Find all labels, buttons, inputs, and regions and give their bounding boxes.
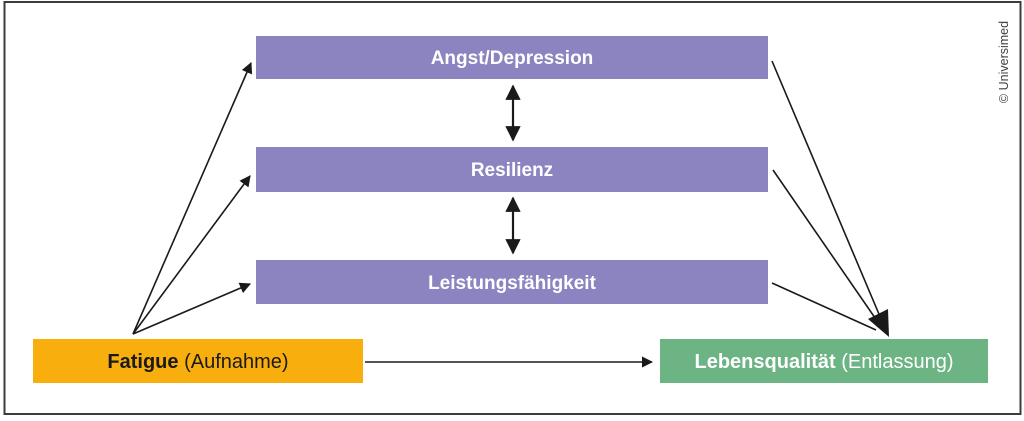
node-fatigue: Fatigue (Aufnahme)	[33, 339, 363, 383]
node-angst-depression-box	[256, 36, 768, 79]
node-lebensqualitaet-box	[660, 339, 988, 383]
figure-border	[3, 1, 1022, 415]
node-lebensqualitaet-label: Lebensqualität (Entlassung)	[695, 351, 954, 373]
node-fatigue-label-detail: (Aufnahme)	[179, 351, 289, 373]
node-resilienz-box	[256, 147, 768, 192]
node-resilienz-label-text: Resilienz	[471, 160, 553, 181]
node-leistungsfaehigkeit-label: Leistungsfähigkeit	[428, 273, 597, 294]
node-angst-depression: Angst/Depression	[256, 36, 768, 79]
node-fatigue-label-bold: Fatigue	[107, 351, 178, 373]
edge-leistung-to-lebensqualitaet-line	[771, 282, 877, 331]
edge-fatigue-to-resilienz-arrow	[132, 175, 251, 335]
node-lebensqualitaet-label-detail: (Entlassung)	[836, 351, 954, 373]
merged-arrowhead-icon	[868, 309, 889, 337]
edge-angst-to-lebensqualitaet-line	[771, 60, 885, 327]
node-angst-depression-label: Angst/Depression	[431, 48, 594, 69]
node-fatigue-box	[33, 339, 363, 383]
edge-fatigue-to-angst-arrow	[132, 61, 253, 335]
node-leistungsfaehigkeit-box	[256, 260, 768, 304]
node-resilienz: Resilienz	[256, 147, 768, 192]
node-lebensqualitaet: Lebensqualität (Entlassung)	[660, 339, 988, 383]
node-leistungsfaehigkeit: Leistungsfähigkeit	[256, 260, 768, 304]
node-angst-depression-label-text: Angst/Depression	[431, 48, 594, 69]
edge-fatigue-to-leistung-arrow	[132, 282, 252, 335]
node-resilienz-label: Resilienz	[471, 160, 553, 181]
copyright-label: © Universimed	[997, 21, 1011, 103]
node-lebensqualitaet-label-bold: Lebensqualität	[695, 351, 836, 373]
edge-resilienz-to-lebensqualitaet-line	[772, 169, 883, 329]
node-fatigue-label: Fatigue (Aufnahme)	[107, 351, 288, 373]
node-leistungsfaehigkeit-label-text: Leistungsfähigkeit	[428, 273, 597, 294]
